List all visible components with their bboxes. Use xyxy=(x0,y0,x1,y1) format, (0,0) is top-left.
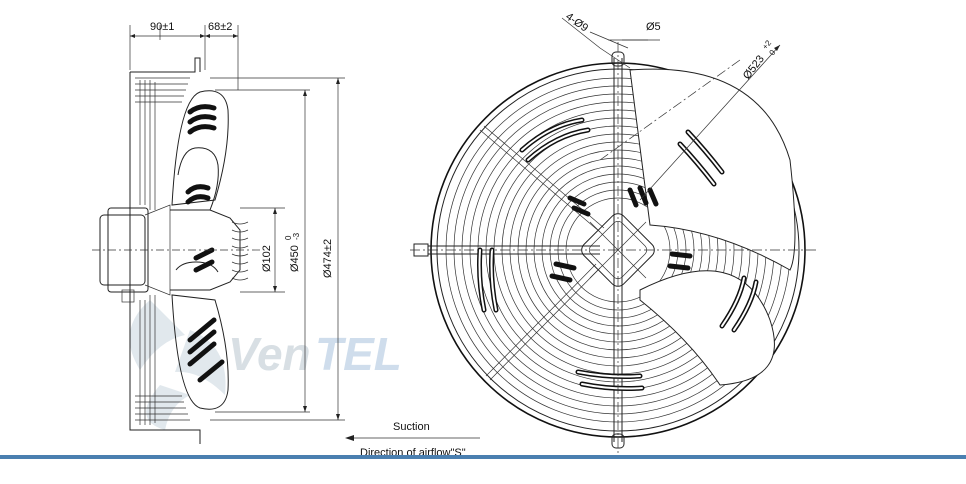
side-view-dimensions: 90±1 68±2 Ø102 Ø450 0 -3 Ø474±2 xyxy=(129,21,345,421)
dim-depth-b: 68±2 xyxy=(208,21,232,33)
dim-hole-size: Ø5 xyxy=(646,21,661,33)
watermark-text-light: TEL xyxy=(315,328,402,380)
bottom-divider xyxy=(0,455,966,459)
side-view xyxy=(92,57,262,444)
dim-guard-diameter: Ø474±2 xyxy=(322,239,334,278)
dim-mount-circle-tol-lower: 0 xyxy=(767,48,777,57)
dim-depth-a: 90±1 xyxy=(150,21,174,33)
dim-mount-holes: 4-Ø9 xyxy=(563,11,590,35)
dim-impeller-diameter: Ø450 xyxy=(289,245,301,272)
bottom-spacer xyxy=(0,459,966,484)
suction-label: Suction xyxy=(393,421,430,433)
dim-hub-diameter: Ø102 xyxy=(261,245,273,272)
dim-mount-circle: Ø523 xyxy=(741,53,767,82)
watermark: Ven TEL xyxy=(129,300,402,430)
airflow-indicator: Suction Direction of airflow"S" xyxy=(345,421,480,459)
front-view xyxy=(410,42,818,455)
watermark-text-dark: Ven xyxy=(228,328,311,380)
dim-impeller-tol-lower: -3 xyxy=(292,232,301,240)
dim-impeller-tol-upper: 0 xyxy=(284,235,293,240)
